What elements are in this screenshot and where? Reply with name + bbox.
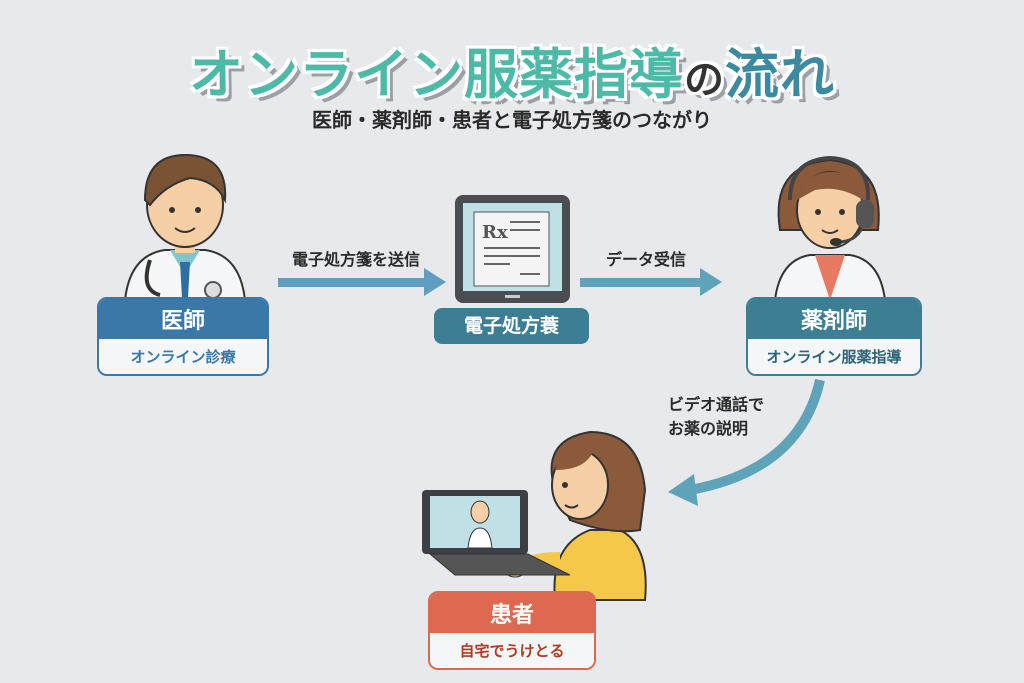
arrow-send bbox=[278, 268, 446, 296]
doctor-title: 医師 bbox=[99, 299, 267, 339]
send-label: 電子処方箋を送信 bbox=[292, 250, 421, 269]
rx-symbol: Rx bbox=[482, 222, 508, 243]
receive-label: データ受信 bbox=[606, 250, 687, 269]
page-title: オンライン服薬指導の流れ bbox=[0, 30, 1024, 109]
patient-card: 患者 自宅でうけとる bbox=[428, 591, 596, 670]
subtitle: 医師・薬剤師・患者と電子処方箋のつながり bbox=[312, 108, 712, 132]
doctor-card: 医師 オンライン診療 bbox=[97, 297, 269, 376]
prescription-label: 電子処方蓑 bbox=[434, 308, 589, 344]
title-end: 流れ bbox=[725, 43, 835, 106]
patient-title: 患者 bbox=[430, 593, 594, 633]
tablet-illustration: Rx bbox=[455, 195, 570, 303]
title-main: オンライン服薬指導 bbox=[189, 43, 684, 106]
patient-subtitle: 自宅でうけとる bbox=[430, 633, 594, 668]
doctor-subtitle: オンライン診療 bbox=[99, 339, 267, 374]
doctor-illustration bbox=[123, 153, 247, 301]
video-label: ビデオ通話でお薬の説明 bbox=[668, 393, 764, 441]
pharmacist-card: 薬剤師 オンライン服薬指導 bbox=[746, 297, 922, 376]
pharmacist-title: 薬剤師 bbox=[748, 299, 920, 339]
video-label-line1: ビデオ通話で bbox=[668, 395, 765, 414]
arrow-receive bbox=[580, 268, 722, 296]
pharmacist-subtitle: オンライン服薬指導 bbox=[748, 339, 920, 374]
laptop-illustration bbox=[422, 490, 571, 576]
pharmacist-illustration bbox=[773, 155, 887, 301]
arrow-video bbox=[668, 378, 825, 506]
title-particle: の bbox=[684, 57, 725, 103]
video-label-line2: お薬の説明 bbox=[668, 419, 749, 438]
